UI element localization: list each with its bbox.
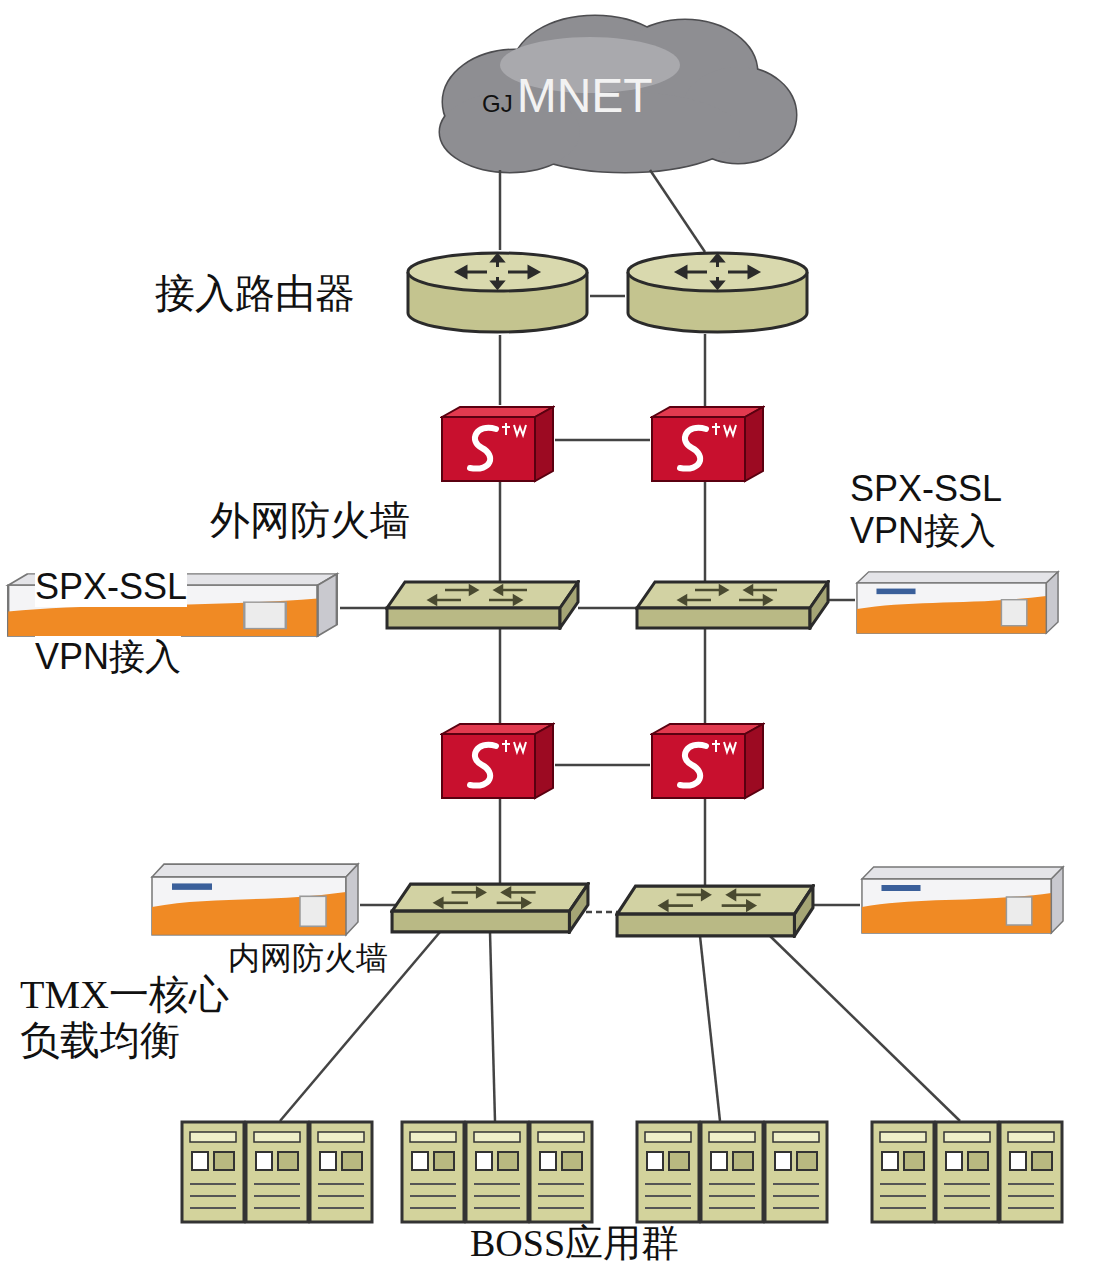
link-line	[499, 799, 502, 884]
text-group: GJMNET	[482, 72, 653, 120]
link-line	[704, 799, 707, 886]
load-balancer-icon	[152, 864, 358, 935]
link-line	[812, 904, 860, 907]
text-holder: SPX-SSL VPN接入	[35, 552, 235, 692]
text-group: SPX-SSL VPN接入	[850, 468, 1040, 552]
link-line	[700, 936, 720, 1121]
router: 接入路由器	[405, 250, 590, 335]
switch-icon	[617, 886, 813, 936]
firewall-icon	[652, 407, 763, 481]
link-line	[578, 607, 640, 610]
link-line	[490, 932, 495, 1121]
load-balancer: TMX一核心 负载均衡	[150, 862, 360, 937]
link-line	[499, 482, 502, 582]
link-line	[590, 295, 625, 298]
label-text: 内网防火墙	[228, 940, 388, 976]
label-text: BOSS应用群	[470, 1222, 679, 1264]
text-group: 接入路由器	[155, 273, 355, 313]
node-text: MNET	[517, 69, 653, 122]
group-label: BOSS应用群	[470, 1222, 679, 1266]
server-group-icon	[182, 1122, 372, 1222]
switch-icon	[387, 582, 578, 628]
server-group-icon	[637, 1122, 827, 1222]
cloud-shape	[440, 16, 796, 172]
load-balancer-icon	[862, 867, 1063, 933]
firewall-icon	[652, 724, 763, 798]
link-lines	[280, 170, 960, 1121]
link-line	[499, 629, 502, 723]
router-icon	[628, 253, 807, 332]
text-holder: 接入路由器	[155, 273, 355, 313]
switch-icon	[392, 884, 588, 932]
node-text: GJ	[482, 90, 513, 117]
text-holder: MNET	[517, 72, 653, 120]
link-line	[555, 764, 650, 767]
node-text: SPX-SSL VPN接入	[35, 566, 187, 677]
vpn-appliance-icon	[857, 572, 1058, 633]
node-text: 接入路由器	[155, 271, 355, 315]
link-connector	[499, 170, 502, 250]
text-holder: TMX一核心 负载均衡	[20, 972, 255, 1064]
firewall-icon	[442, 407, 553, 481]
link-line	[704, 482, 707, 582]
firewall: 外网防火墙	[440, 405, 555, 483]
link-line	[360, 904, 396, 907]
server-group-icon	[872, 1122, 1062, 1222]
link-line	[340, 607, 390, 610]
text-holder: GJ	[482, 92, 513, 116]
link-line	[650, 170, 705, 252]
text-holder: 外网防火墙	[210, 500, 410, 540]
link-line	[704, 629, 707, 723]
firewall-label: 内网防火墙	[228, 940, 388, 977]
node-text: 外网防火墙	[210, 498, 410, 542]
text-holder: SPX-SSL VPN接入	[850, 468, 1040, 552]
text-group: SPX-SSL VPN接入	[35, 552, 235, 692]
node-text: TMX一核心 负载均衡	[20, 972, 229, 1063]
node-text: SPX-SSL VPN接入	[850, 468, 1001, 551]
vpn-appliance: SPX-SSL VPN接入	[855, 570, 1060, 635]
link-line	[555, 439, 650, 442]
link-line	[826, 599, 855, 602]
firewall-icon	[442, 724, 553, 798]
text-group: TMX一核心 负载均衡	[20, 972, 255, 1064]
link-line	[770, 936, 960, 1121]
network-cloud: GJMNET	[420, 10, 800, 170]
link-connector	[499, 335, 502, 405]
link-line	[704, 334, 707, 407]
link-line	[586, 911, 620, 914]
switch-icon	[637, 582, 828, 628]
router-icon	[408, 253, 587, 332]
vpn-appliance: SPX-SSL VPN接入	[5, 572, 340, 638]
text-group: 外网防火墙	[210, 500, 410, 540]
server-group-icon	[402, 1122, 592, 1222]
